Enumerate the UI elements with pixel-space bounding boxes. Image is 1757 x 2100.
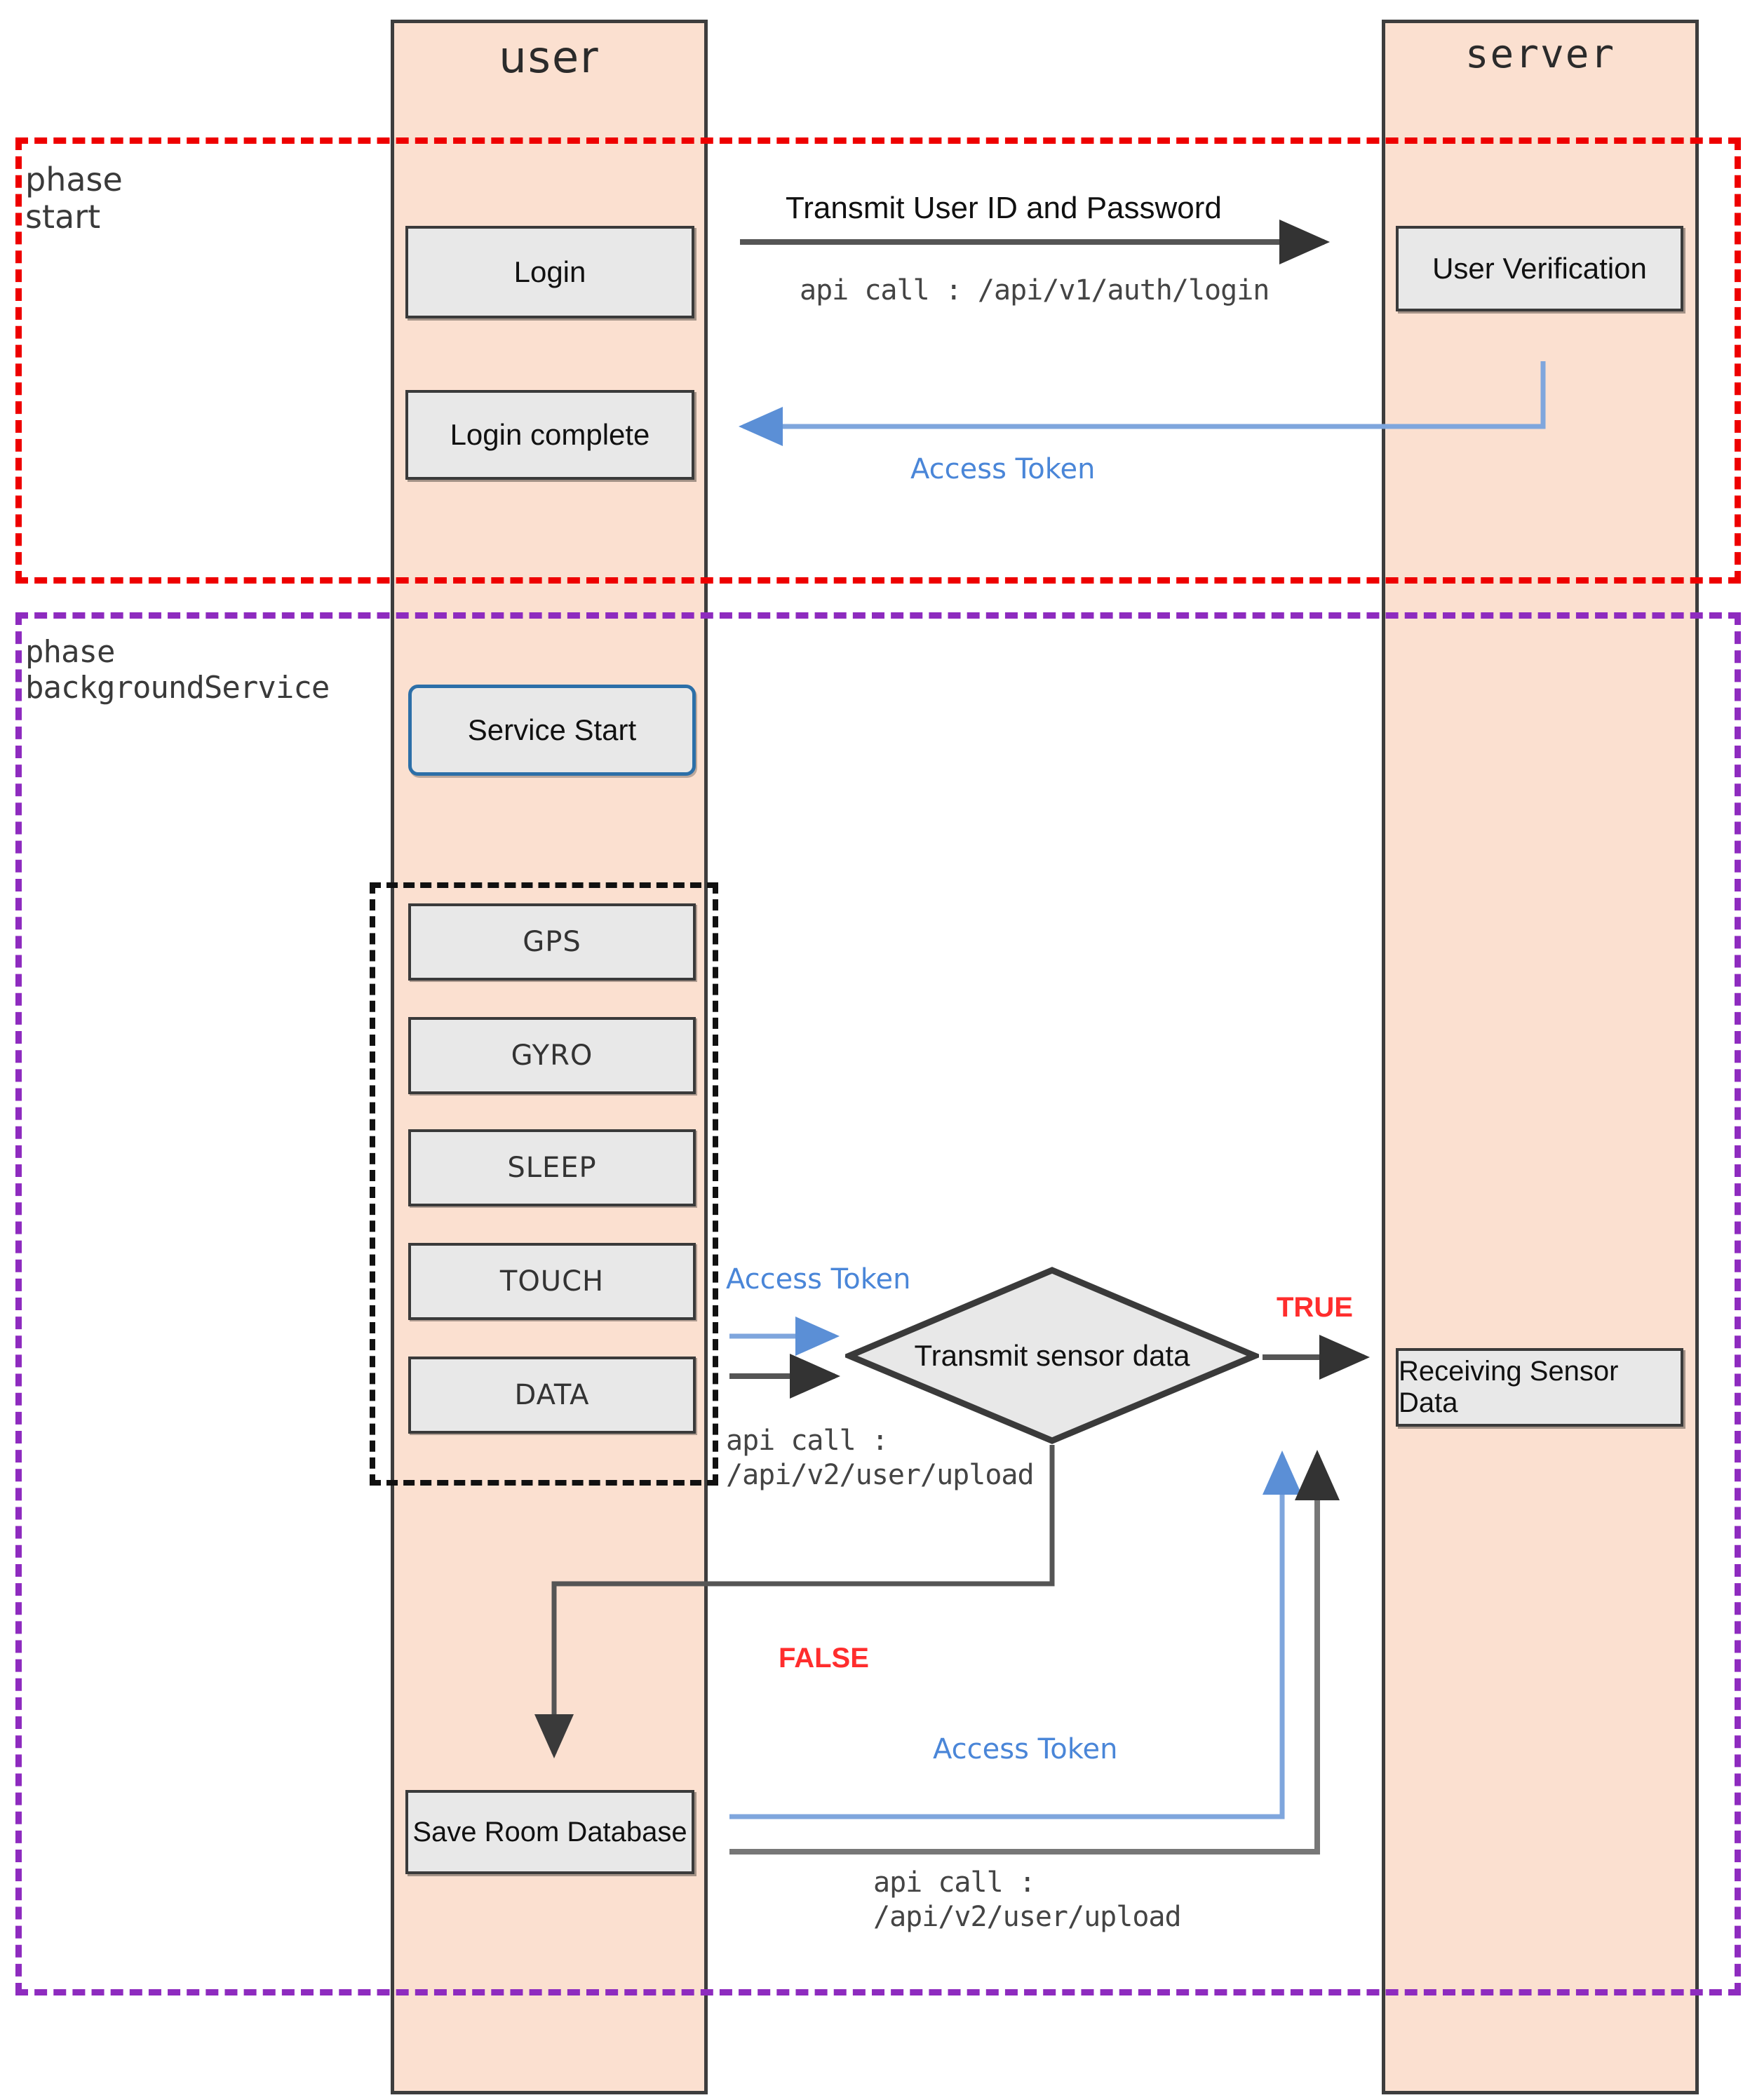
caption-false-flag: FALSE: [779, 1643, 869, 1674]
caption-upload-api-top: api call : /api/v2/user/upload: [726, 1425, 1035, 1491]
phase-label-background-service: phase backgroundService: [25, 634, 330, 706]
sensor-box-touch[interactable]: TOUCH: [408, 1243, 696, 1320]
caption-true-flag: TRUE: [1277, 1292, 1353, 1323]
caption-access-token-sensor: Access Token: [726, 1263, 911, 1295]
lane-server-title: server: [1465, 32, 1616, 77]
node-receiving-sensor-data[interactable]: Receiving Sensor Data: [1396, 1348, 1683, 1427]
node-save-room-database[interactable]: Save Room Database: [405, 1790, 694, 1874]
sensor-box-gps[interactable]: GPS: [408, 903, 696, 981]
decision-label: Transmit sensor data: [914, 1338, 1190, 1372]
caption-access-token-login: Access Token: [910, 453, 1096, 485]
sensor-box-gyro[interactable]: GYRO: [408, 1017, 696, 1094]
lane-user-title: user: [499, 32, 600, 83]
phase-label-start: phase start: [25, 161, 123, 236]
caption-upload-api-bottom: api call : /api/v2/user/upload: [873, 1866, 1182, 1933]
sensor-box-sleep[interactable]: SLEEP: [408, 1129, 696, 1206]
node-user-verification[interactable]: User Verification: [1396, 226, 1683, 311]
node-login[interactable]: Login: [405, 226, 694, 318]
sensor-box-data[interactable]: DATA: [408, 1357, 696, 1434]
caption-login-api: api call : /api/v1/auth/login: [800, 274, 1270, 307]
node-login-complete[interactable]: Login complete: [405, 390, 694, 480]
node-service-start[interactable]: Service Start: [408, 685, 696, 776]
caption-access-token-retry: Access Token: [933, 1733, 1118, 1765]
diamond-shape: [841, 1267, 1263, 1444]
sensor-group-bracket: [370, 882, 718, 1486]
lane-server: [1382, 20, 1699, 2094]
decision-transmit-sensor-data[interactable]: Transmit sensor data: [841, 1266, 1263, 1445]
caption-transmit-credentials: Transmit User ID and Password: [786, 191, 1222, 225]
